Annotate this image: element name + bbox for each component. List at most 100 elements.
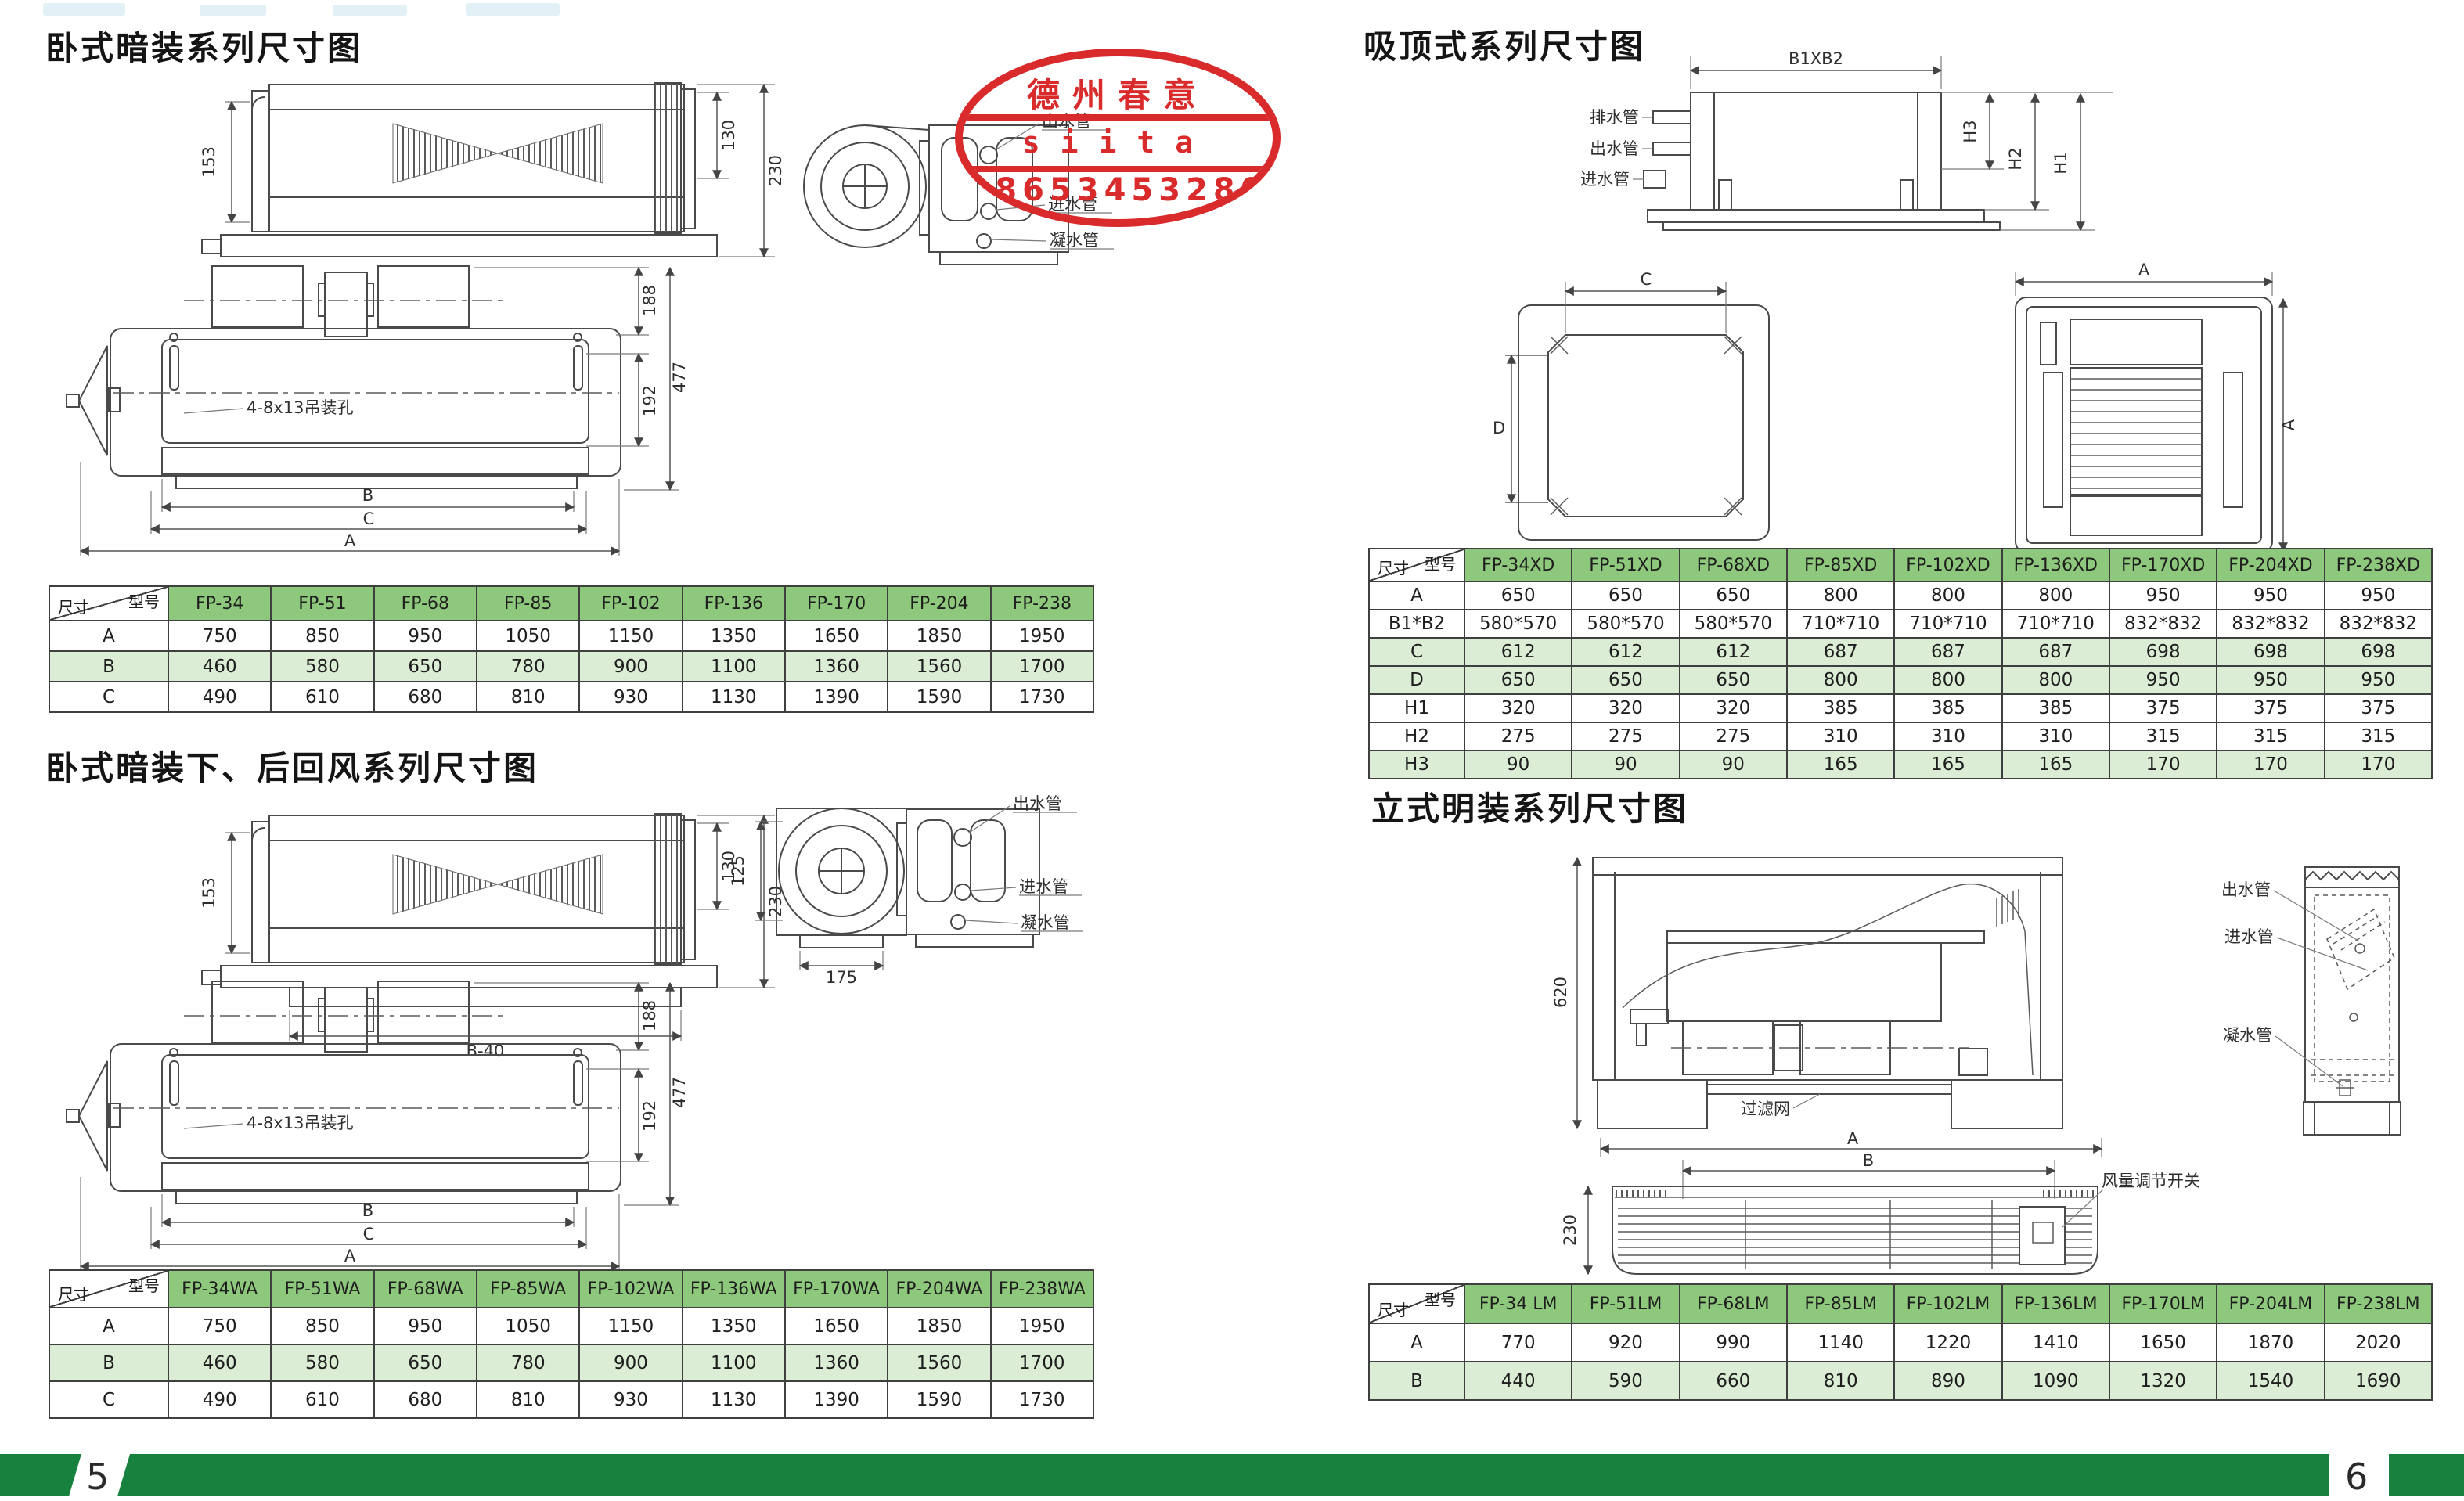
dimension-row-label: B1*B2	[1368, 609, 1465, 639]
dimension-value-cell: 90	[1463, 750, 1573, 779]
dim-label-A: A	[344, 531, 356, 550]
dimension-value-cell: 950	[2323, 581, 2433, 610]
pipe-label-drain: 排水管	[1590, 108, 1639, 127]
dimension-value-cell: 612	[1571, 637, 1680, 667]
drawing-lines	[776, 808, 1040, 948]
dim-label-H3: H3	[1961, 120, 1979, 142]
dimension-value-cell: 950	[2108, 665, 2218, 695]
dimension-value-cell: 320	[1571, 693, 1680, 723]
dimension-value-cell: 385	[2001, 693, 2110, 723]
dimension-value-cell: 650	[1571, 665, 1680, 695]
dimension-value-cell: 580*570	[1571, 609, 1680, 639]
faded-print-artifact	[43, 3, 125, 16]
corner-size-label: 尺寸	[58, 1285, 89, 1304]
dimension-value-cell: 930	[578, 681, 683, 713]
dimension-value-cell: 375	[2108, 693, 2218, 723]
corner-model-label: 型号	[1425, 1290, 1456, 1309]
drawing-lines	[201, 82, 718, 257]
dimension-value-cell: 375	[2323, 693, 2433, 723]
drawing-lines	[1518, 304, 1770, 541]
dimension-value-cell: 1950	[989, 1307, 1095, 1345]
model-column-header: FP-204XD	[2216, 548, 2325, 582]
dim-label-C: C	[363, 1225, 375, 1244]
dim-label-230: 230	[766, 155, 785, 186]
dimension-value-cell: 1950	[989, 620, 1095, 652]
dimension-value-cell: 990	[1678, 1323, 1788, 1362]
dim-label-C: C	[363, 509, 375, 528]
drawing-lines	[2015, 297, 2273, 553]
dimension-value-cell: 385	[1893, 693, 2003, 723]
ceiling-mounted-body-plan-diagram: C D	[1493, 270, 1770, 541]
dimension-value-cell: 650	[1678, 581, 1788, 610]
rear-return-end-view-diagram: 125 175 出水管 进水管 凝水管	[729, 794, 1083, 987]
model-column-header: FP-238LM	[2323, 1283, 2433, 1324]
model-column-header: FP-51WA	[270, 1269, 375, 1308]
dimension-value-cell: 460	[167, 1344, 272, 1382]
section-title-ceiling-mounted: 吸顶式系列尺寸图	[1363, 27, 1646, 66]
table-corner-cell: 型号尺寸	[49, 1269, 169, 1308]
dimension-value-cell: 590	[1571, 1361, 1680, 1401]
model-column-header: FP-204WA	[887, 1269, 992, 1308]
switch-panel	[2019, 1206, 2066, 1265]
dimension-value-cell: 890	[1893, 1361, 2003, 1401]
dimension-value-cell: 1100	[681, 650, 786, 682]
section-title-rear-bottom-return: 卧式暗装下、后回风系列尺寸图	[45, 749, 539, 787]
dimension-value-cell: 900	[578, 650, 683, 682]
dimension-value-cell: 1050	[475, 1307, 581, 1345]
dimension-value-cell: 580	[270, 1344, 375, 1382]
dimension-row-label: H1	[1368, 693, 1465, 723]
pipe-label-outlet: 出水管	[1590, 139, 1639, 158]
grille-slats	[1618, 1200, 2092, 1269]
dimension-value-cell: 710*710	[2001, 609, 2110, 639]
dimension-value-cell: 650	[1463, 665, 1573, 695]
dimension-row-label: A	[49, 1307, 169, 1345]
rear-return-front-view-diagram: 4-8x13吊装孔 188 192 477 B C A	[66, 981, 689, 1271]
dimension-row-label: B	[49, 1344, 169, 1382]
dimension-value-cell: 1590	[887, 681, 992, 713]
dimension-value-cell: 810	[475, 681, 581, 713]
model-column-header: FP-204	[887, 585, 992, 621]
dimension-value-cell: 1870	[2216, 1323, 2325, 1362]
dimension-value-cell: 320	[1678, 693, 1788, 723]
pipe-label-inlet: 进水管	[1580, 170, 1630, 189]
dim-label-A: A	[2138, 261, 2150, 279]
dimension-value-cell: 580*570	[1463, 609, 1573, 639]
hidden-lines	[2311, 894, 2396, 1082]
dim-label-B: B	[362, 486, 373, 505]
dimension-value-cell: 170	[2108, 750, 2218, 779]
dimension-value-cell: 310	[1893, 722, 2003, 751]
dimension-value-cell: 315	[2323, 722, 2433, 751]
vertical-exposed-front-view-diagram: 620 过滤网	[1551, 856, 2063, 1130]
dimension-value-cell: 610	[270, 1380, 375, 1419]
dimension-value-cell: 698	[2108, 637, 2218, 667]
dimension-value-cell: 710*710	[1785, 609, 1896, 639]
dimension-value-cell: 1150	[578, 1307, 683, 1345]
dim-label-A: A	[2279, 419, 2298, 430]
dimension-value-cell: 832*832	[2216, 609, 2325, 639]
dimension-value-cell: 1360	[784, 1344, 889, 1382]
footer-bar-main	[117, 1454, 2329, 1496]
dimension-value-cell: 1090	[2001, 1361, 2110, 1401]
drawing-lines	[1643, 92, 2001, 231]
dim-label-D: D	[1493, 419, 1505, 437]
corner-model-label: 型号	[1425, 555, 1456, 574]
vertical-exposed-side-view-diagram: 出水管 进水管 凝水管	[2221, 866, 2401, 1136]
dimension-value-cell: 680	[373, 681, 477, 713]
dimension-value-cell: 1690	[2323, 1361, 2433, 1401]
red-oval-stamp: 德州春意 siita 18653453280	[955, 49, 1281, 227]
pipe-label-inlet: 进水管	[1019, 877, 1068, 896]
footer-bar-left-cap	[0, 1454, 81, 1496]
pipe-label-condensate: 凝水管	[2223, 1026, 2272, 1045]
drawing-lines	[2303, 866, 2401, 1136]
dimension-value-cell: 460	[167, 650, 272, 682]
dimension-row-label: A	[49, 620, 169, 652]
dimension-value-cell: 1130	[681, 681, 786, 713]
dimension-row-label: A	[1368, 581, 1465, 610]
